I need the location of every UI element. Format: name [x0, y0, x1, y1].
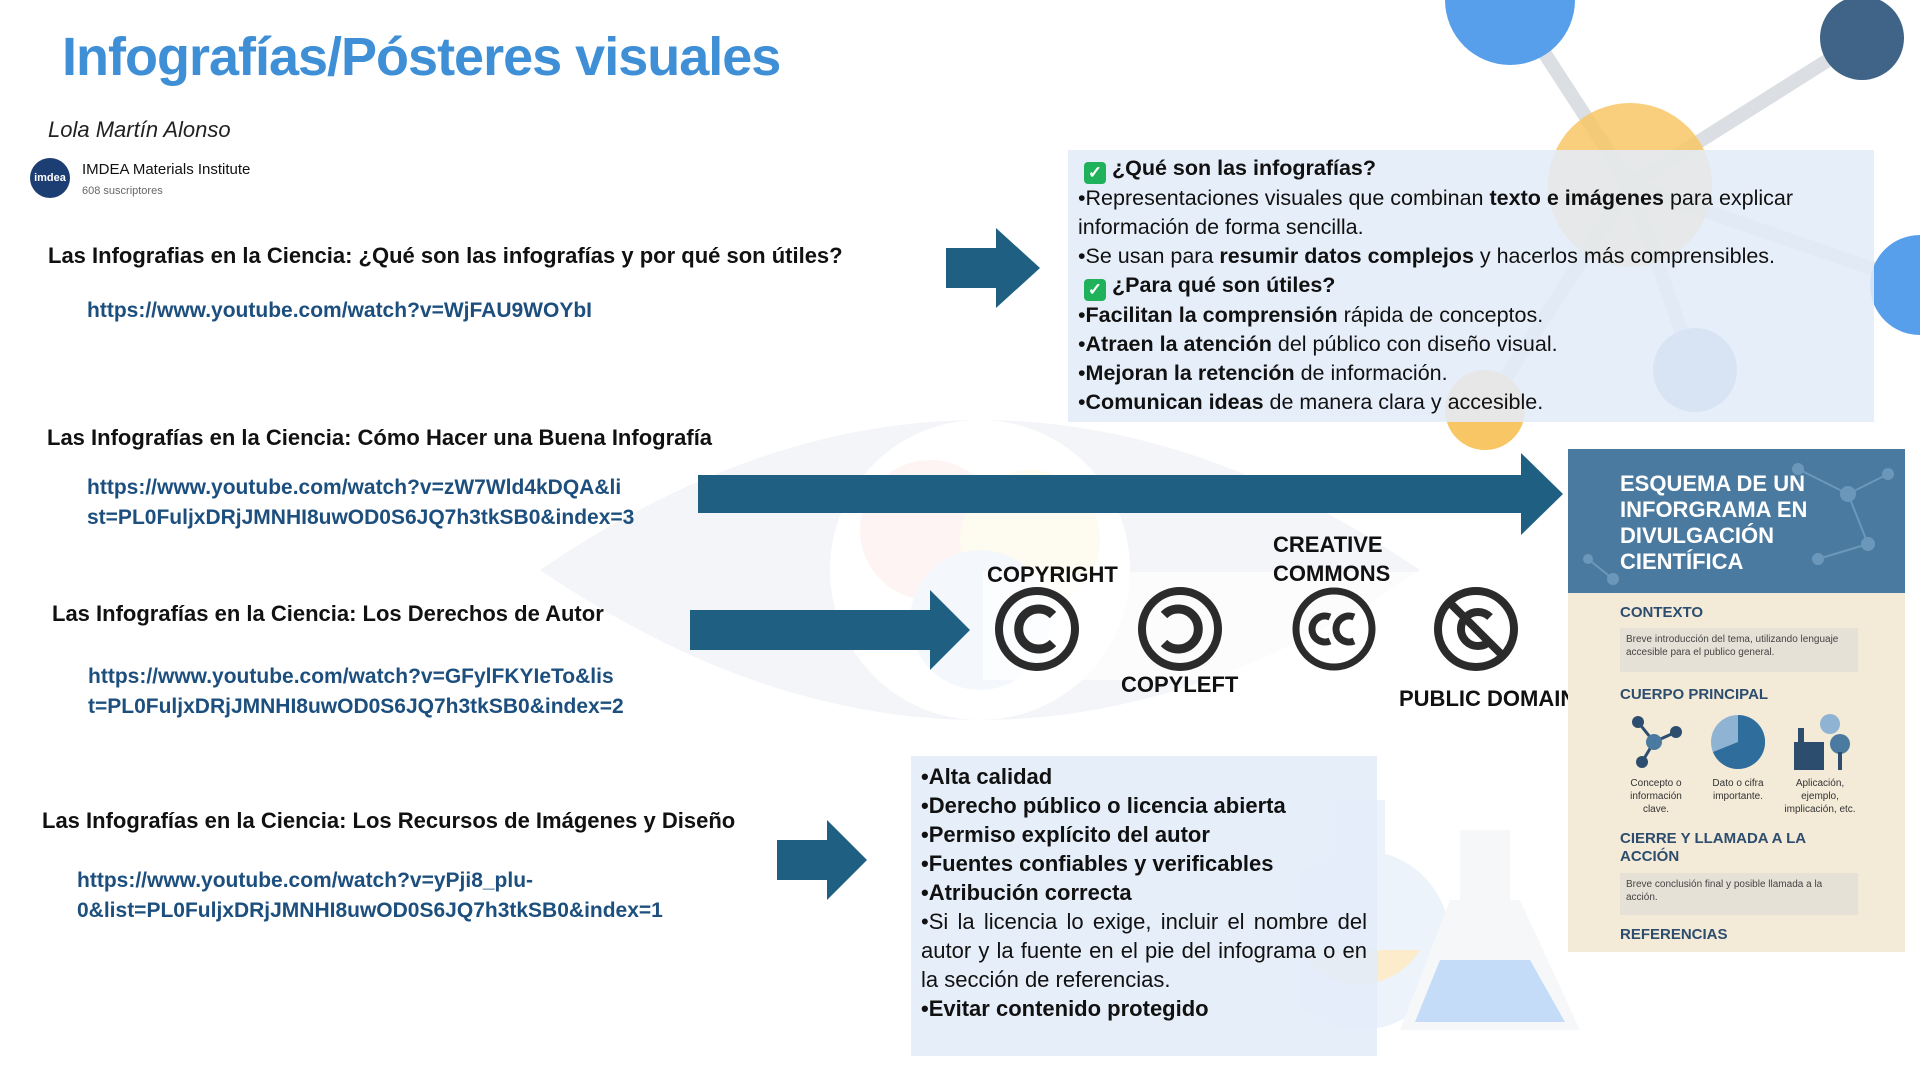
public-domain-label: PUBLIC DOMAIN — [1399, 686, 1577, 711]
infographic-example-card: ESQUEMA DE UN INFORGRAMA EN DIVULGACIÓN … — [1568, 449, 1905, 952]
info-question-2: ✓¿Para qué son útiles? — [1078, 271, 1864, 301]
video-1-link[interactable]: https://www.youtube.com/watch?v=WjFAU9WO… — [87, 296, 592, 326]
channel-avatar: imdea — [30, 158, 70, 198]
caption-aplicacion: Aplicación, ejemplo, implicación, etc. — [1784, 778, 1856, 815]
author-name: Lola Martín Alonso — [48, 117, 231, 142]
infographics-info-panel: ✓¿Qué son las infografías? •Representaci… — [1068, 150, 1874, 422]
video-3-link[interactable]: https://www.youtube.com/watch?v=GFylFKYI… — [88, 662, 624, 722]
section-cierre: CIERRE Y LLAMADA A LA ACCIÓN — [1620, 830, 1806, 865]
criteria-item: •Derecho público o licencia abierta — [921, 793, 1286, 818]
criteria-item: •Evitar contenido protegido — [921, 996, 1209, 1021]
criteria-note: •Si la licencia lo exige, incluir el nom… — [921, 909, 1367, 992]
video-3-link-line[interactable]: https://www.youtube.com/watch?v=GFylFKYI… — [88, 665, 614, 688]
creative-commons-label: CREATIVE COMMONS — [1273, 532, 1391, 586]
check-mark-icon: ✓ — [1084, 162, 1106, 184]
copyright-label: COPYRIGHT — [987, 562, 1118, 587]
arrow-right-icon — [690, 590, 970, 670]
contexto-text: Breve introducción del tema, utilizando … — [1620, 628, 1858, 672]
copyleft-label: COPYLEFT — [1121, 672, 1239, 697]
public-domain-icon — [1434, 587, 1518, 671]
infographic-header: ESQUEMA DE UN INFORGRAMA EN DIVULGACIÓN … — [1568, 449, 1905, 593]
video-3-heading: Las Infografías en la Ciencia: Los Derec… — [52, 601, 604, 626]
factory-tree-icon — [1794, 714, 1850, 770]
criteria-item: •Alta calidad — [921, 764, 1053, 789]
copyright-icon — [995, 587, 1079, 671]
long-arrow-right-icon — [698, 453, 1563, 535]
video-3-link-line[interactable]: t=PL0FuljxDRjJMNHI8uwOD0S6JQ7h3tkSB0&ind… — [88, 695, 624, 718]
infographic-title: ESQUEMA DE UN INFORGRAMA EN DIVULGACIÓN … — [1620, 471, 1808, 574]
arrow-right-icon — [946, 228, 1040, 308]
video-2-link-line[interactable]: https://www.youtube.com/watch?v=zW7Wld4k… — [87, 476, 622, 499]
info-line: •Representaciones visuales que combinan … — [1078, 186, 1794, 239]
channel-subscriber-count: 608 suscriptores — [82, 185, 163, 197]
info-question-1: ✓¿Qué son las infografías? — [1078, 154, 1864, 184]
video-4-link-line[interactable]: https://www.youtube.com/watch?v=yPji8_pl… — [77, 869, 534, 892]
video-4-link-line[interactable]: 0&list=PL0FuljxDRjJMNHI8uwOD0S6JQ7h3tkSB… — [77, 899, 663, 922]
image-criteria-panel: •Alta calidad •Derecho público o licenci… — [911, 756, 1377, 1056]
copyleft-icon — [1138, 587, 1222, 671]
page-title: Infografías/Pósteres visuales — [62, 27, 781, 87]
info-line: •Mejoran la retención de información. — [1078, 361, 1448, 385]
video-2-link[interactable]: https://www.youtube.com/watch?v=zW7Wld4k… — [87, 473, 634, 533]
info-line: •Facilitan la comprensión rápida de conc… — [1078, 303, 1544, 327]
pie-chart-icon — [1711, 714, 1766, 769]
video-4-link[interactable]: https://www.youtube.com/watch?v=yPji8_pl… — [77, 866, 663, 926]
arrow-right-icon — [777, 820, 867, 900]
video-4-heading: Las Infografías en la Ciencia: Los Recur… — [42, 808, 736, 833]
criteria-item: •Fuentes confiables y verificables — [921, 851, 1274, 876]
cierre-text: Breve conclusión final y posible llamada… — [1620, 873, 1858, 915]
info-line: •Atraen la atención del público con dise… — [1078, 332, 1558, 356]
channel-name: IMDEA Materials Institute — [82, 161, 251, 178]
info-line: •Se usan para resumir datos complejos y … — [1078, 244, 1776, 268]
video-1-heading: Las Infografias en la Ciencia: ¿Qué son … — [48, 243, 843, 268]
molecule-icon — [1632, 716, 1682, 768]
section-contexto: CONTEXTO — [1620, 604, 1704, 621]
check-mark-icon: ✓ — [1084, 279, 1106, 301]
section-referencias: REFERENCIAS — [1620, 926, 1728, 943]
caption-dato: Dato o cifra importante. — [1712, 778, 1764, 802]
section-cuerpo-principal: CUERPO PRINCIPAL — [1620, 686, 1769, 703]
caption-concepto: Concepto o información clave. — [1630, 778, 1682, 815]
criteria-item: •Permiso explícito del autor — [921, 822, 1210, 847]
info-line: •Comunican ideas de manera clara y acces… — [1078, 390, 1544, 414]
creative-commons-icon — [1292, 587, 1376, 671]
molecule-pattern-icon — [1583, 463, 1894, 585]
video-2-heading: Las Infografías en la Ciencia: Cómo Hace… — [47, 425, 713, 450]
criteria-item: •Atribución correcta — [921, 880, 1132, 905]
video-1-link-line[interactable]: https://www.youtube.com/watch?v=WjFAU9WO… — [87, 299, 592, 322]
video-2-link-line[interactable]: st=PL0FuljxDRjJMNHI8uwOD0S6JQ7h3tkSB0&in… — [87, 506, 635, 529]
